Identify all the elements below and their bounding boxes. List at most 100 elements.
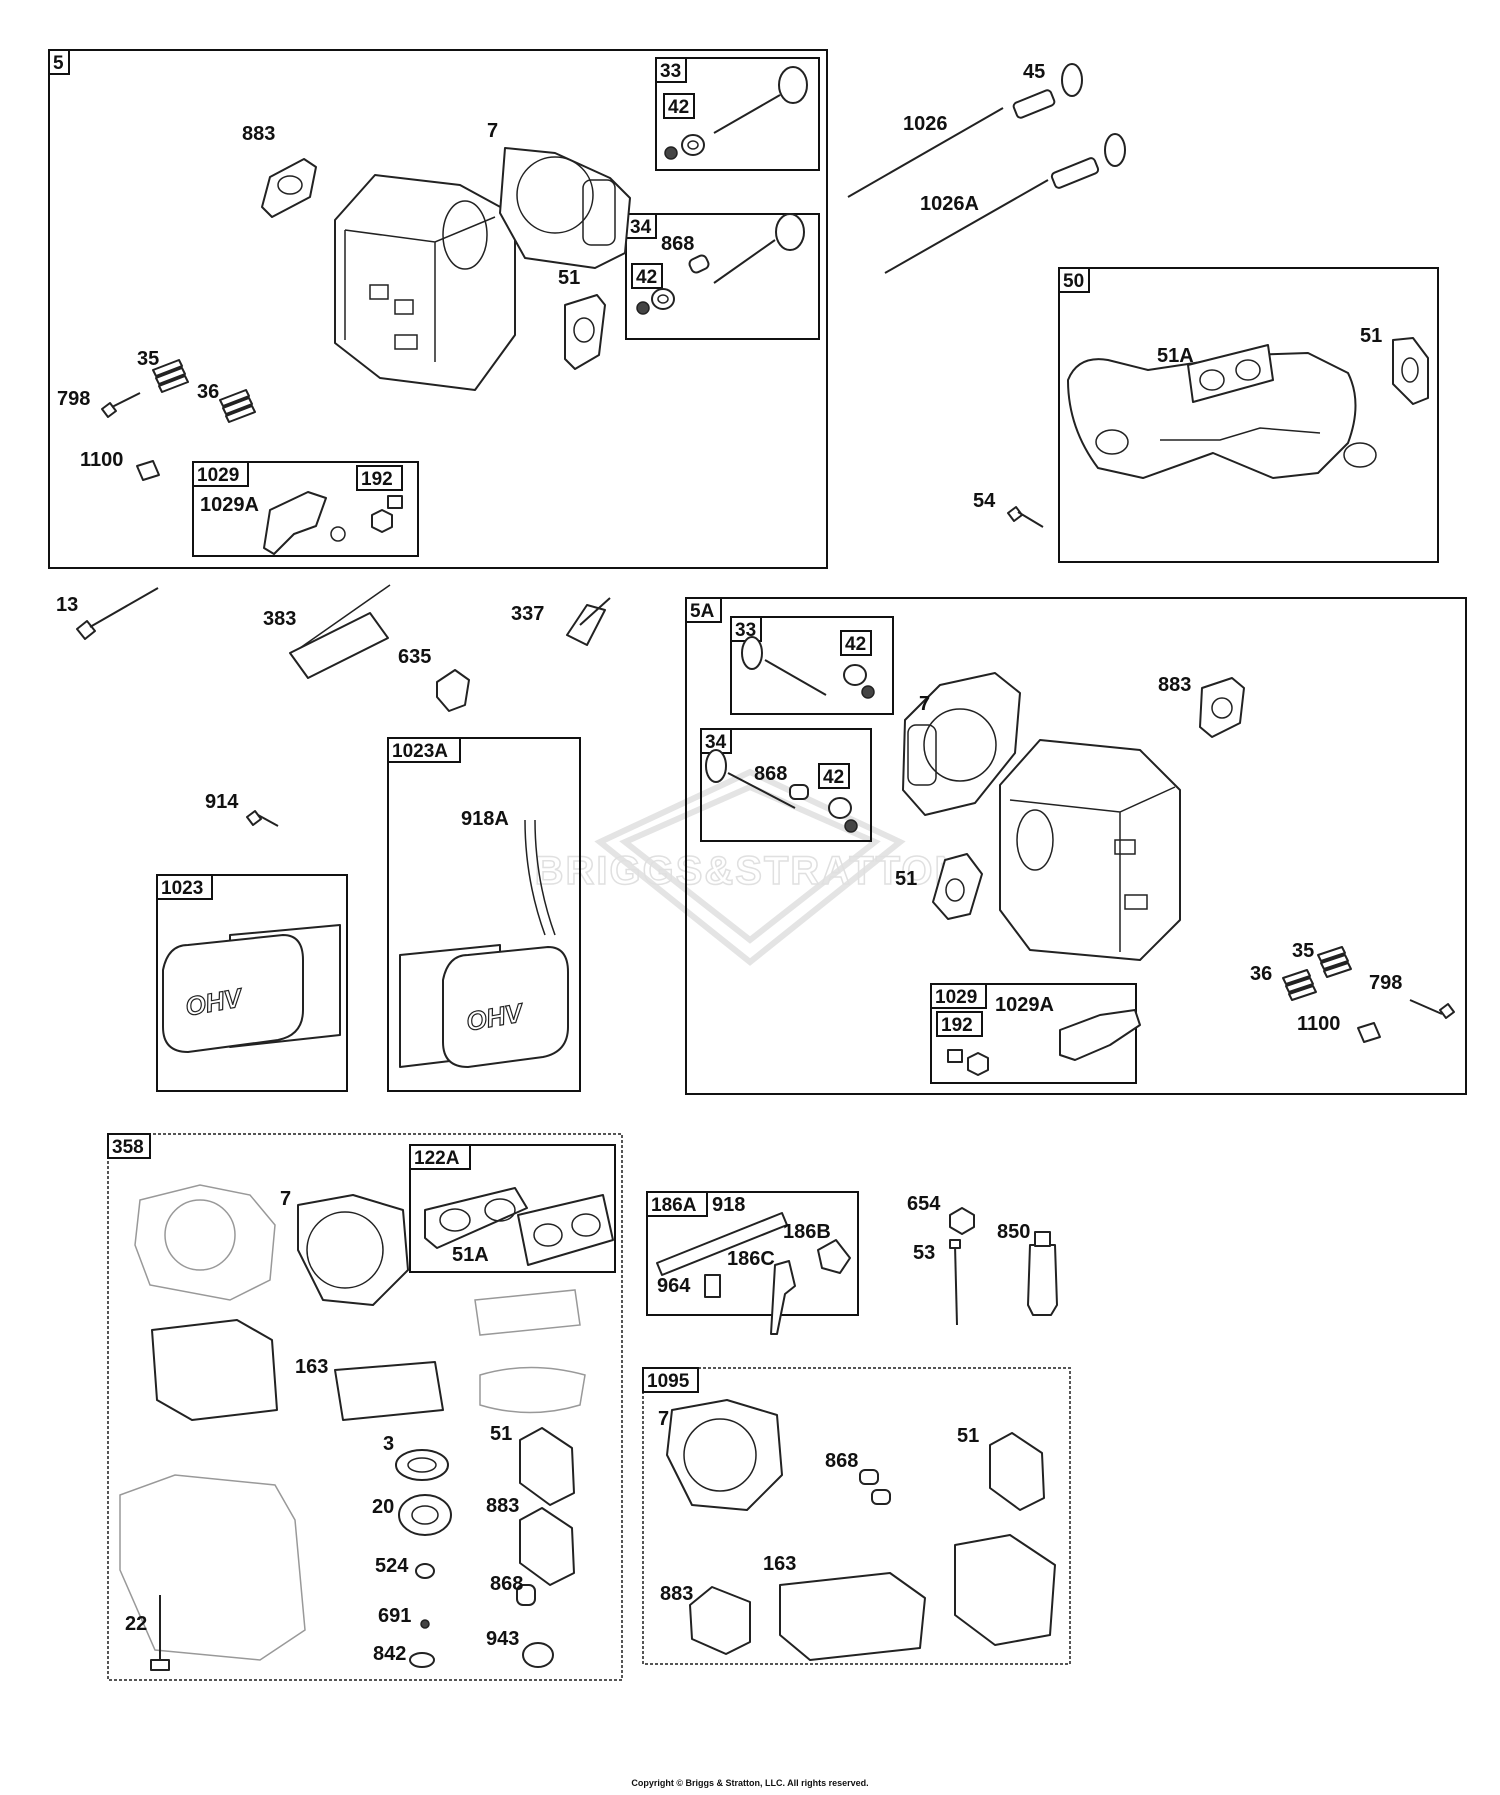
tag-5-33: 33 — [660, 61, 681, 82]
label-914: 914 — [205, 791, 239, 813]
label-798a: 798 — [57, 388, 90, 410]
group-358-frame — [107, 1133, 623, 1681]
gasket-51A-c — [517, 1194, 614, 1266]
group-1023-frame — [156, 874, 348, 1092]
label-51Ab: 51A — [1157, 345, 1194, 367]
label-20: 20 — [372, 1496, 394, 1518]
group-5-34-frame — [625, 213, 820, 340]
tag-50: 50 — [1063, 271, 1084, 292]
label-337: 337 — [511, 603, 544, 625]
group-5A-34-frame — [700, 728, 872, 842]
label-51a: 51 — [558, 267, 580, 289]
head-gasket-7-b — [902, 672, 1021, 816]
label-964: 964 — [657, 1275, 691, 1297]
cylinder-head-b — [999, 739, 1181, 961]
group-5-frame — [48, 49, 828, 569]
tag-5A-42a: 42 — [845, 634, 866, 655]
tag-5A-192: 192 — [941, 1015, 973, 1036]
valve-guide-868-c — [516, 1584, 536, 1606]
group-1095-frame — [642, 1367, 1071, 1665]
screw-914 — [246, 810, 262, 826]
label-13: 13 — [56, 594, 78, 616]
label-54: 54 — [973, 490, 996, 512]
label-7d: 7 — [658, 1408, 669, 1430]
label-1026A: 1026A — [920, 193, 979, 215]
label-868d: 868 — [825, 1450, 858, 1472]
nut-1100-a — [136, 460, 160, 481]
valve-spring-36-b — [1282, 969, 1317, 1001]
group-186A-parts — [656, 1212, 851, 1335]
bolt-798-b — [1439, 1003, 1455, 1019]
tag-186A: 186A — [651, 1195, 697, 1216]
label-51e: 51 — [957, 1425, 979, 1447]
o-ring-842 — [409, 1652, 435, 1668]
label-868b: 868 — [754, 763, 787, 785]
part-labels: 883 7 868 51 35 36 798 1100 1029A 45 102… — [56, 61, 1402, 1665]
exhaust-gasket-883-b — [1199, 677, 1245, 738]
tag-5A-1029: 1029 — [935, 987, 977, 1008]
valve-guide-868-d — [859, 1469, 879, 1485]
breather-383 — [289, 612, 389, 679]
intake-valve-33-b — [741, 636, 763, 670]
spark-plug-boot-635 — [436, 669, 470, 712]
label-883d: 883 — [660, 1583, 693, 1605]
valve-spring-36-a — [219, 389, 256, 423]
label-7b: 7 — [919, 693, 930, 715]
label-35a: 35 — [137, 348, 159, 370]
label-943: 943 — [486, 1628, 519, 1650]
brand-watermark: BRIGGS&STRATTON — [534, 768, 966, 966]
watermark-text: BRIGGS&STRATTON — [535, 849, 966, 893]
label-186C: 186C — [727, 1248, 775, 1270]
label-163b: 163 — [763, 1553, 796, 1575]
group-tags: 5 33 42 34 42 1029 192 50 5A 33 42 34 42… — [48, 49, 1090, 1393]
tag-5-42a: 42 — [668, 97, 689, 118]
tag-5-42b: 42 — [636, 267, 657, 288]
group-358-122A-frame — [409, 1144, 616, 1273]
screw-192-a — [387, 495, 403, 509]
group-50-parts — [1007, 337, 1429, 528]
tag-5-34: 34 — [630, 217, 652, 238]
tappet-45 — [1012, 89, 1056, 119]
intake-gasket-122A — [424, 1187, 528, 1249]
group-5-parts — [101, 66, 808, 555]
valve-keeper-42-b — [636, 301, 650, 315]
pushrod-1026A — [884, 179, 1049, 274]
gasket-883-c — [519, 1507, 575, 1586]
valve-guide-868-b — [789, 784, 809, 800]
copyright-notice: Copyright © Briggs & Stratton, LLC. All … — [631, 1778, 869, 1788]
nut-654 — [949, 1207, 975, 1235]
group-5A-1029-frame — [930, 983, 1137, 1084]
gasket-51-a — [564, 294, 606, 370]
bolt-13 — [76, 620, 96, 640]
label-22: 22 — [125, 1613, 147, 1635]
valve-cover-1023 — [162, 934, 304, 1053]
pushrods — [847, 63, 1126, 274]
breather-gasket-163 — [334, 1361, 444, 1421]
label-691: 691 — [378, 1605, 411, 1627]
tag-5-192: 192 — [361, 469, 393, 490]
label-7a: 7 — [487, 120, 498, 142]
label-186B: 186B — [783, 1221, 831, 1243]
label-868a: 868 — [661, 233, 694, 255]
screw-192-b — [947, 1049, 963, 1063]
label-918A: 918A — [461, 808, 509, 830]
valve-keeper-42-a — [664, 146, 678, 160]
gasket-51-e — [989, 1432, 1045, 1511]
valve-cover-1023A — [442, 946, 569, 1068]
label-883a: 883 — [242, 123, 275, 145]
rocker-arm-1029A-b — [1059, 1009, 1141, 1061]
cover-gasket-1095 — [954, 1534, 1056, 1646]
label-51d: 51 — [490, 1423, 512, 1445]
label-1029Aa: 1029A — [200, 494, 259, 516]
o-ring-943 — [522, 1642, 554, 1668]
label-1100b: 1100 — [1297, 1013, 1340, 1035]
label-36a: 36 — [197, 381, 219, 403]
label-635: 635 — [398, 646, 431, 668]
misc-parts — [76, 584, 611, 936]
label-868c: 868 — [490, 1573, 523, 1595]
gasket-51-d — [519, 1427, 575, 1506]
valve-spring-35-a — [152, 359, 189, 393]
label-1026: 1026 — [903, 113, 948, 135]
label-524: 524 — [375, 1555, 409, 1577]
